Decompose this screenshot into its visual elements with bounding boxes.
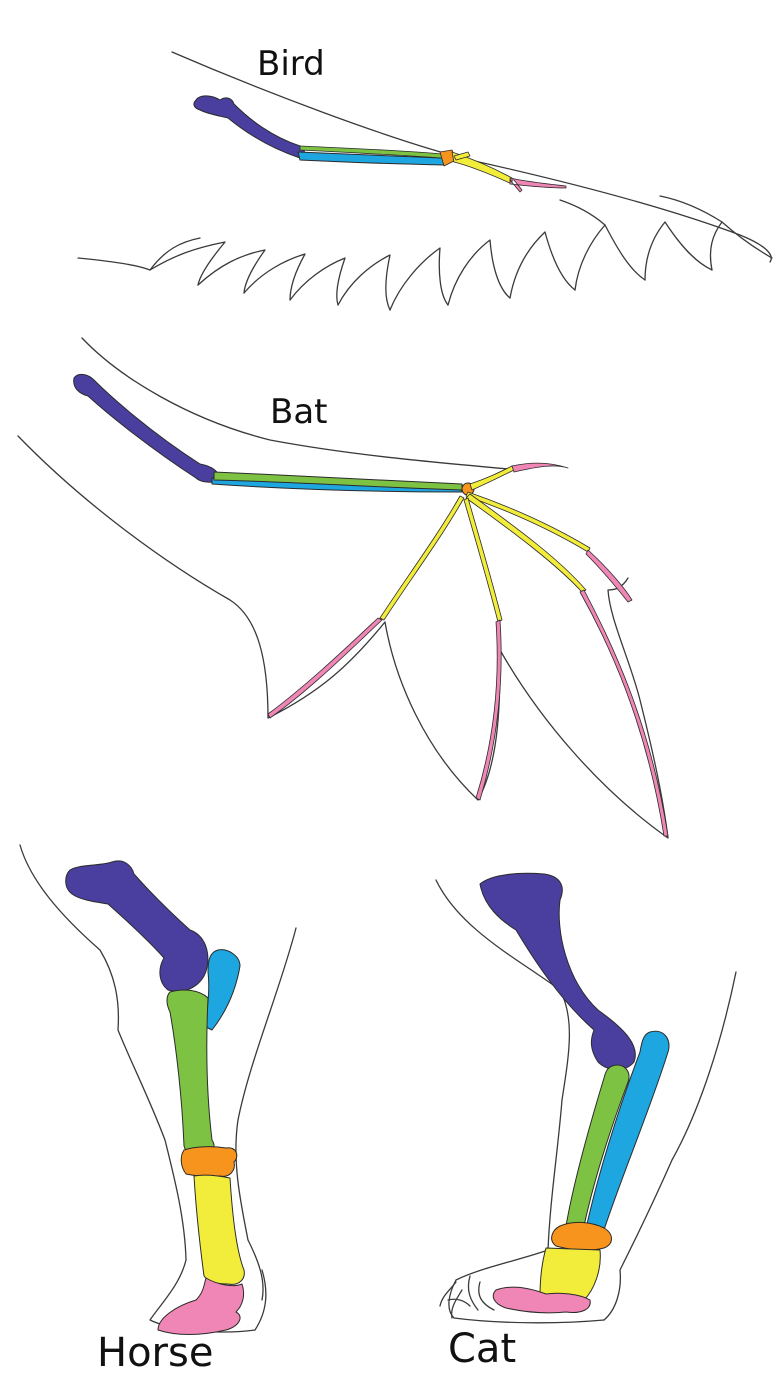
bat-humerus xyxy=(74,374,220,482)
bird-feathers xyxy=(78,196,772,310)
horse-radius xyxy=(167,990,214,1155)
horse-humerus xyxy=(66,861,208,992)
bird-wing xyxy=(78,52,772,310)
cat-humerus xyxy=(480,873,635,1069)
cat-claws xyxy=(440,1276,494,1318)
horse-carpals xyxy=(181,1147,237,1177)
horse-phalanges xyxy=(158,1278,244,1335)
horse-leg xyxy=(20,845,296,1335)
bat-wing-membrane xyxy=(18,436,668,838)
bat-thumb-claw xyxy=(512,463,568,472)
bat-metacarpal-3 xyxy=(466,494,586,592)
bat-phalanges-5 xyxy=(268,618,382,718)
horse-label: Horse xyxy=(97,1330,213,1376)
horse-ulna xyxy=(204,950,240,1030)
bat-label: Bat xyxy=(270,392,328,432)
horse-leg-outline-back xyxy=(236,928,296,1300)
bat-wing xyxy=(18,338,668,838)
cat-leg xyxy=(436,873,736,1322)
bird-label: Bird xyxy=(257,44,325,84)
horse-metacarpals xyxy=(194,1175,244,1284)
cat-label: Cat xyxy=(448,1326,516,1372)
bat-thumb xyxy=(470,466,514,490)
cat-metacarpals xyxy=(540,1248,600,1300)
bird-humerus xyxy=(194,96,305,158)
bat-phalanges-3 xyxy=(580,590,668,836)
bat-metacarpal-5 xyxy=(380,496,464,620)
